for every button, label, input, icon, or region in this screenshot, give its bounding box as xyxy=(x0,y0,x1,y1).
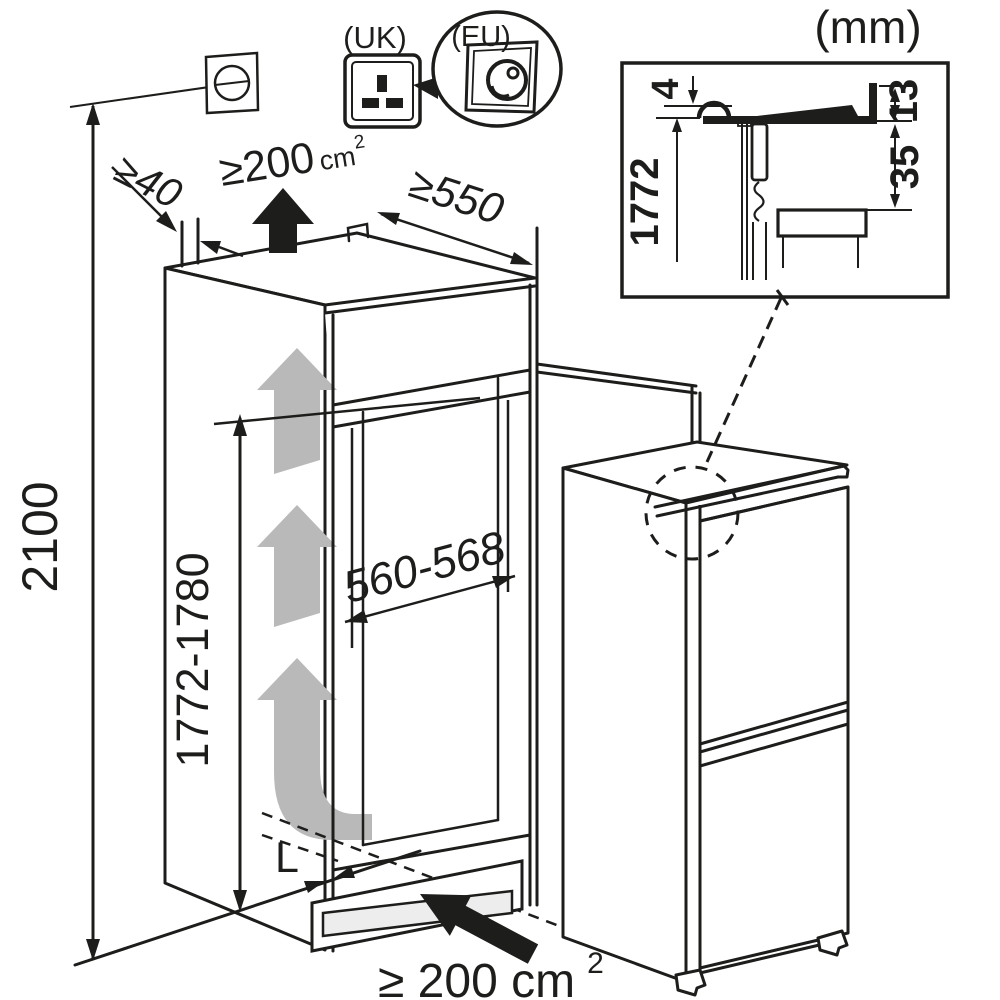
niche-floor-edge xyxy=(331,833,532,872)
inset-overlap-label: 35 xyxy=(883,145,927,190)
dimensions xyxy=(86,103,533,961)
dim-niche-width xyxy=(344,400,516,648)
door-split-lines xyxy=(699,700,849,768)
vent-top-arrow-icon xyxy=(252,188,314,253)
socket-callout-pointer xyxy=(413,77,438,99)
eu-socket-label: (EU) xyxy=(451,21,511,53)
inset-top-gap-label: 13 xyxy=(882,79,926,124)
airflow-arrows xyxy=(257,348,372,840)
detail-callout xyxy=(644,297,783,561)
airflow-arrow-middle-icon xyxy=(257,505,337,627)
uk-socket-label: (UK) xyxy=(343,20,407,55)
appliance-foot xyxy=(816,929,849,957)
appliance-drawing xyxy=(561,440,850,997)
cabinet-lines xyxy=(73,217,702,967)
dim-plinth-recess xyxy=(304,866,355,893)
ground-line xyxy=(73,849,422,967)
airflow-arrow-top-icon xyxy=(257,348,337,474)
airflow-arrow-bottom-icon xyxy=(257,658,372,840)
vent-bottom-arrow-icon xyxy=(420,894,539,964)
detail-circle xyxy=(644,465,740,561)
dim-niche-height xyxy=(213,396,481,912)
uk-socket-icon xyxy=(343,53,422,129)
inset-protrusion-label: 4 xyxy=(645,78,687,99)
floor-dashed-lines xyxy=(261,811,689,977)
niche-ceiling-slot xyxy=(331,368,532,407)
unit-label: (mm) xyxy=(814,1,921,53)
dim-total-height xyxy=(86,103,100,961)
cabinet-front-rail xyxy=(325,286,535,427)
niche-interior xyxy=(333,392,530,870)
appliance-foot xyxy=(674,968,707,997)
inset-height-label: 1772 xyxy=(623,158,667,247)
dim-rear-gap-label: ≥40 xyxy=(108,146,190,218)
vent-top-label: ≥200cm2 xyxy=(216,125,370,196)
dim-depth xyxy=(377,212,533,265)
side-slab-top xyxy=(535,362,698,388)
dim-niche-height-label: 1772-1780 xyxy=(167,552,218,767)
wall-socket-symbol xyxy=(69,51,260,115)
appliance-handle xyxy=(653,464,850,523)
detail-inset xyxy=(620,61,950,306)
dim-rear-gap xyxy=(111,166,244,258)
eu-socket-icon xyxy=(431,10,563,128)
dim-plinth-label: L xyxy=(275,834,299,882)
appliance-left-face xyxy=(561,466,688,984)
dim-depth-label: ≥550 xyxy=(404,159,510,234)
ventilation-arrows xyxy=(252,188,539,964)
dim-total-height-label: 2100 xyxy=(12,481,68,592)
appliance-door-face xyxy=(698,485,850,970)
